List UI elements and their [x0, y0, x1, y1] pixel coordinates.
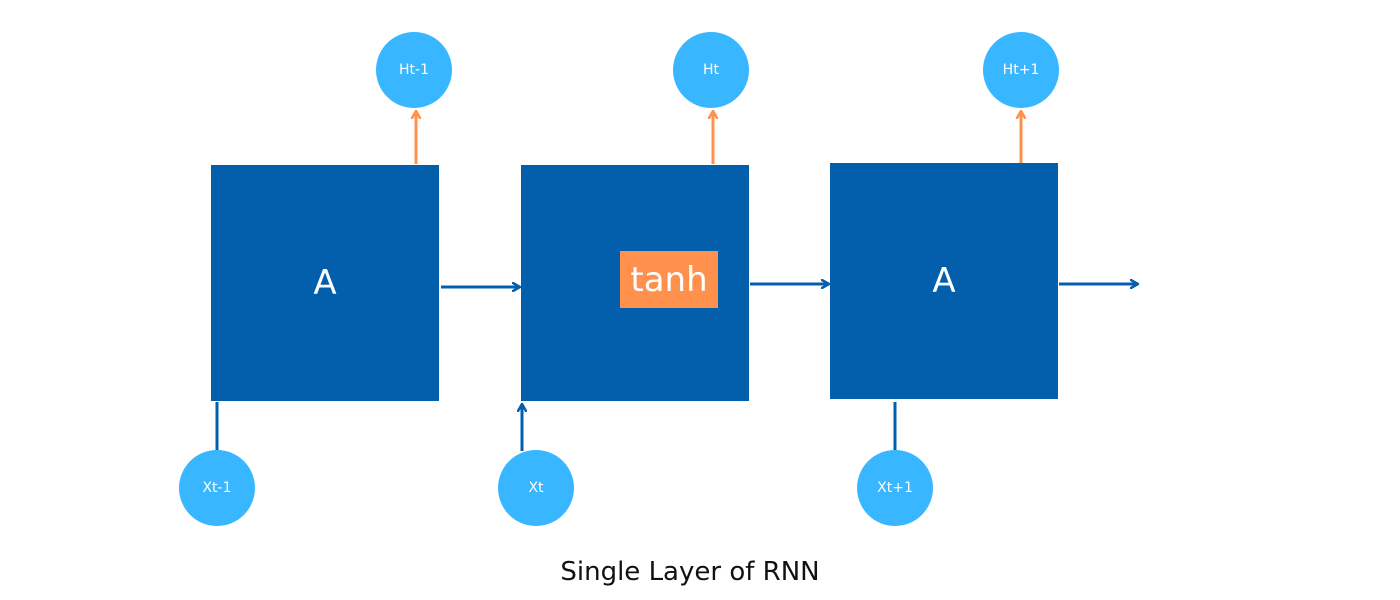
input-node-prev: Xt-1 [179, 450, 255, 526]
cell-label-next: A [932, 261, 956, 301]
diagram-caption: Single Layer of RNN [560, 557, 820, 587]
input-label-current: Xt [528, 480, 544, 496]
output-node-prev: Ht-1 [376, 32, 452, 108]
output-node-next: Ht+1 [983, 32, 1059, 108]
output-label-current: Ht [702, 62, 720, 78]
tanh-label: tanh [630, 259, 708, 300]
tanh-activation-box: tanh [620, 251, 718, 308]
cell-label-prev: A [313, 263, 337, 303]
input-node-next: Xt+1 [857, 450, 933, 526]
output-node-current: Ht [673, 32, 749, 108]
output-label-prev: Ht-1 [399, 62, 429, 78]
output-label-next: Ht+1 [1002, 62, 1040, 78]
input-label-prev: Xt-1 [202, 480, 232, 496]
rnn-cell-prev: A [211, 165, 439, 401]
input-node-current: Xt [498, 450, 574, 526]
input-label-next: Xt+1 [877, 480, 913, 496]
rnn-cell-next: A [830, 163, 1058, 399]
